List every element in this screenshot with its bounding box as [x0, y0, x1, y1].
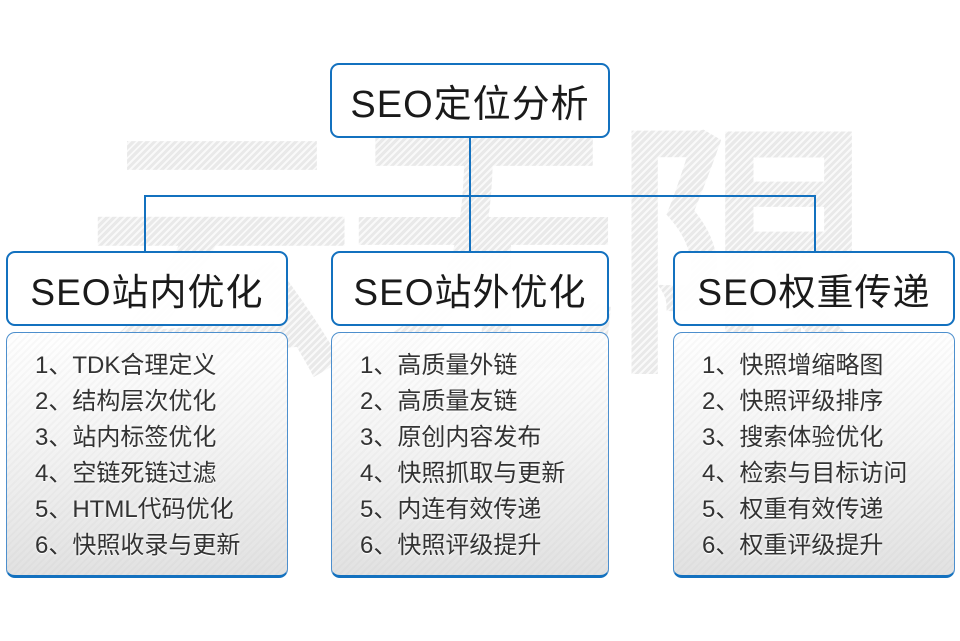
connector-drop-left — [144, 195, 146, 253]
branch-panel-offsite: 1、高质量外链 2、高质量友链 3、原创内容发布 4、快照抓取与更新 5、内连有… — [331, 332, 609, 578]
weight-item-list: 1、快照增缩略图 2、快照评级排序 3、搜索体验优化 4、检索与目标访问 5、权… — [674, 333, 954, 564]
list-item: 6、权重评级提升 — [702, 532, 884, 559]
branch-header-label: SEO站内优化 — [30, 271, 264, 313]
list-item: 3、原创内容发布 — [360, 424, 542, 451]
list-item: 1、快照增缩略图 — [702, 352, 884, 379]
list-item: 5、权重有效传递 — [702, 496, 884, 523]
list-item: 5、内连有效传递 — [360, 496, 542, 523]
branch-header-weight: SEO权重传递 — [673, 251, 955, 326]
branch-header-offsite: SEO站外优化 — [331, 251, 609, 326]
list-item: 2、结构层次优化 — [35, 388, 217, 415]
list-item: 4、快照抓取与更新 — [360, 460, 566, 487]
list-item: 6、快照收录与更新 — [35, 532, 241, 559]
connector-drop-right — [814, 195, 816, 253]
branch-header-label: SEO站外优化 — [353, 271, 587, 313]
branch-panel-weight: 1、快照增缩略图 2、快照评级排序 3、搜索体验优化 4、检索与目标访问 5、权… — [673, 332, 955, 578]
list-item: 2、快照评级排序 — [702, 388, 884, 415]
branch-weight-transfer: SEO权重传递 1、快照增缩略图 2、快照评级排序 3、搜索体验优化 4、检索与… — [673, 251, 955, 578]
list-item: 4、检索与目标访问 — [702, 460, 908, 487]
onsite-item-list: 1、TDK合理定义 2、结构层次优化 3、站内标签优化 4、空链死链过滤 5、H… — [7, 333, 287, 564]
branch-onsite-optimization: SEO站内优化 1、TDK合理定义 2、结构层次优化 3、站内标签优化 4、空链… — [6, 251, 288, 578]
list-item: 3、搜索体验优化 — [702, 424, 884, 451]
list-item: 6、快照评级提升 — [360, 532, 542, 559]
connector-root-vertical — [469, 138, 471, 197]
branch-header-onsite: SEO站内优化 — [6, 251, 288, 326]
offsite-item-list: 1、高质量外链 2、高质量友链 3、原创内容发布 4、快照抓取与更新 5、内连有… — [332, 333, 608, 564]
branch-panel-onsite: 1、TDK合理定义 2、结构层次优化 3、站内标签优化 4、空链死链过滤 5、H… — [6, 332, 288, 578]
root-node-seo-positioning-analysis: SEO定位分析 — [330, 63, 610, 138]
connector-horizontal — [144, 195, 816, 197]
branch-offsite-optimization: SEO站外优化 1、高质量外链 2、高质量友链 3、原创内容发布 4、快照抓取与… — [331, 251, 609, 578]
list-item: 1、TDK合理定义 — [35, 352, 217, 379]
list-item: 3、站内标签优化 — [35, 424, 217, 451]
branch-header-label: SEO权重传递 — [697, 271, 931, 313]
list-item: 5、HTML代码优化 — [35, 496, 234, 523]
connector-drop-middle — [469, 195, 471, 253]
list-item: 1、高质量外链 — [360, 352, 518, 379]
root-node-label: SEO定位分析 — [350, 84, 590, 126]
list-item: 2、高质量友链 — [360, 388, 518, 415]
list-item: 4、空链死链过滤 — [35, 460, 217, 487]
